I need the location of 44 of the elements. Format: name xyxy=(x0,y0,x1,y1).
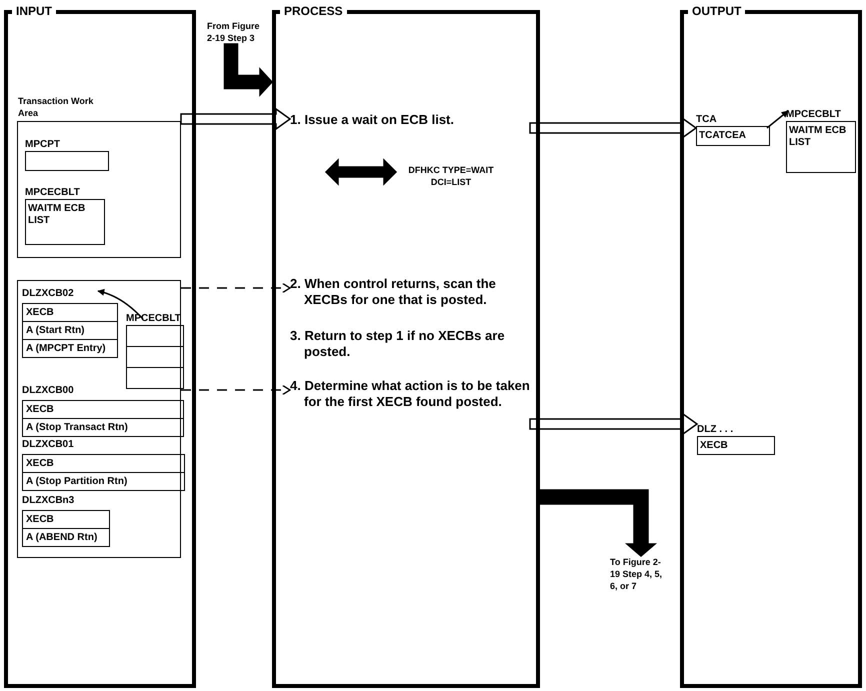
record-field: XECB xyxy=(22,303,118,322)
arrow xyxy=(97,289,144,320)
data-field: TCATCEA xyxy=(696,126,770,146)
panel-title: OUTPUT xyxy=(688,4,746,18)
record-field: A (Stop Transact Rtn) xyxy=(22,418,184,437)
record-field: XECB xyxy=(22,400,184,419)
dashed-arrow xyxy=(181,282,291,294)
field-label: DLZXCBn3 xyxy=(22,494,76,508)
record-field: A (ABEND Rtn) xyxy=(22,528,110,547)
panel-title: INPUT xyxy=(12,4,56,18)
arrow xyxy=(766,110,789,129)
record-field: A (Stop Partition Rtn) xyxy=(22,472,185,491)
block-arrow xyxy=(224,43,274,97)
process-step: 2. When control returns, scan the XECBs for one that is posted. xyxy=(290,276,530,308)
process-step: 4. Determine what action is to be taken for the first XECB found posted. xyxy=(290,378,530,410)
field-label: TCA xyxy=(696,113,718,126)
field-label: DLZXCB01 xyxy=(22,438,75,452)
block-arrow xyxy=(529,116,698,140)
record-field: XECB xyxy=(22,454,185,473)
field-label: MPCPT xyxy=(25,138,61,151)
block-arrow xyxy=(324,158,398,186)
connector-note: From Figure 2-19 Step 3 xyxy=(207,20,263,44)
connector-note: To Figure 2-19 Step 4, 5, 6, or 7 xyxy=(610,556,666,592)
data-field: WAITM ECB LIST xyxy=(786,121,856,173)
panel-title: PROCESS xyxy=(280,4,347,18)
field-label: MPCECBLT xyxy=(126,312,182,326)
data-field: WAITM ECB LIST xyxy=(25,199,105,245)
field-label: DLZXCB00 xyxy=(22,384,75,398)
field-label: MPCECBLT xyxy=(786,108,842,121)
field-label: DLZ . . . xyxy=(697,423,734,436)
record-field: XECB xyxy=(22,510,110,529)
field-label: MPCECBLT xyxy=(25,186,81,199)
data-field: XECB xyxy=(697,436,775,455)
block-arrow xyxy=(529,412,698,436)
area-heading: Transaction Work Area xyxy=(18,95,94,119)
process-step: 1. Issue a wait on ECB list. xyxy=(290,112,530,128)
block-arrow xyxy=(180,108,292,130)
process-step: 3. Return to step 1 if no XECBs are posted. xyxy=(290,328,530,360)
record-field: A (Start Rtn) xyxy=(22,321,118,340)
block-arrow xyxy=(539,489,658,557)
record-field: A (MPCPT Entry) xyxy=(22,339,118,358)
dashed-arrow xyxy=(181,384,291,396)
macro-call-text: DFHKC TYPE=WAIT DCI=LIST xyxy=(396,164,506,188)
field-label: DLZXCB02 xyxy=(22,287,75,301)
